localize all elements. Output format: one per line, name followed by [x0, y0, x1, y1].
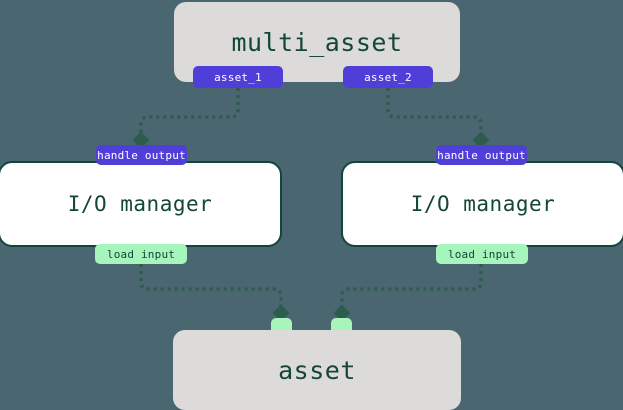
node-io-manager-right-label: I/O manager	[410, 192, 556, 216]
node-io-manager-left-label: I/O manager	[67, 192, 213, 216]
port-badge-load-input-left[interactable]: load input	[95, 244, 187, 264]
port-badge-handle-output-right[interactable]: handle output	[436, 145, 527, 165]
node-io-manager-left[interactable]: I/O manager	[0, 161, 282, 247]
node-asset-label: asset	[278, 355, 356, 385]
node-multi-asset[interactable]: multi_asset	[174, 2, 460, 82]
port-badge-load-input-left-label: load input	[106, 247, 176, 261]
edge-load-input-right-to-asset-port2	[333, 264, 483, 322]
edge-asset1-to-handle-output-left	[132, 88, 240, 149]
port-badge-asset-1[interactable]: asset_1	[193, 66, 283, 88]
edge-asset2-to-handle-output-right	[386, 88, 490, 149]
node-multi-asset-label: multi_asset	[231, 27, 403, 57]
port-badge-asset-2-label: asset_2	[364, 70, 412, 84]
port-badge-handle-output-left[interactable]: handle output	[96, 145, 187, 165]
port-badge-handle-output-left-label: handle output	[97, 148, 186, 162]
edge-load-input-left-to-asset-port1	[139, 264, 290, 322]
node-io-manager-right[interactable]: I/O manager	[341, 161, 623, 247]
node-asset[interactable]: asset	[173, 330, 461, 410]
port-badge-load-input-right[interactable]: load input	[436, 244, 528, 264]
port-badge-asset-1-label: asset_1	[214, 70, 262, 84]
port-badge-asset-2[interactable]: asset_2	[343, 66, 433, 88]
port-badge-handle-output-right-label: handle output	[437, 148, 526, 162]
port-badge-load-input-right-label: load input	[447, 247, 517, 261]
